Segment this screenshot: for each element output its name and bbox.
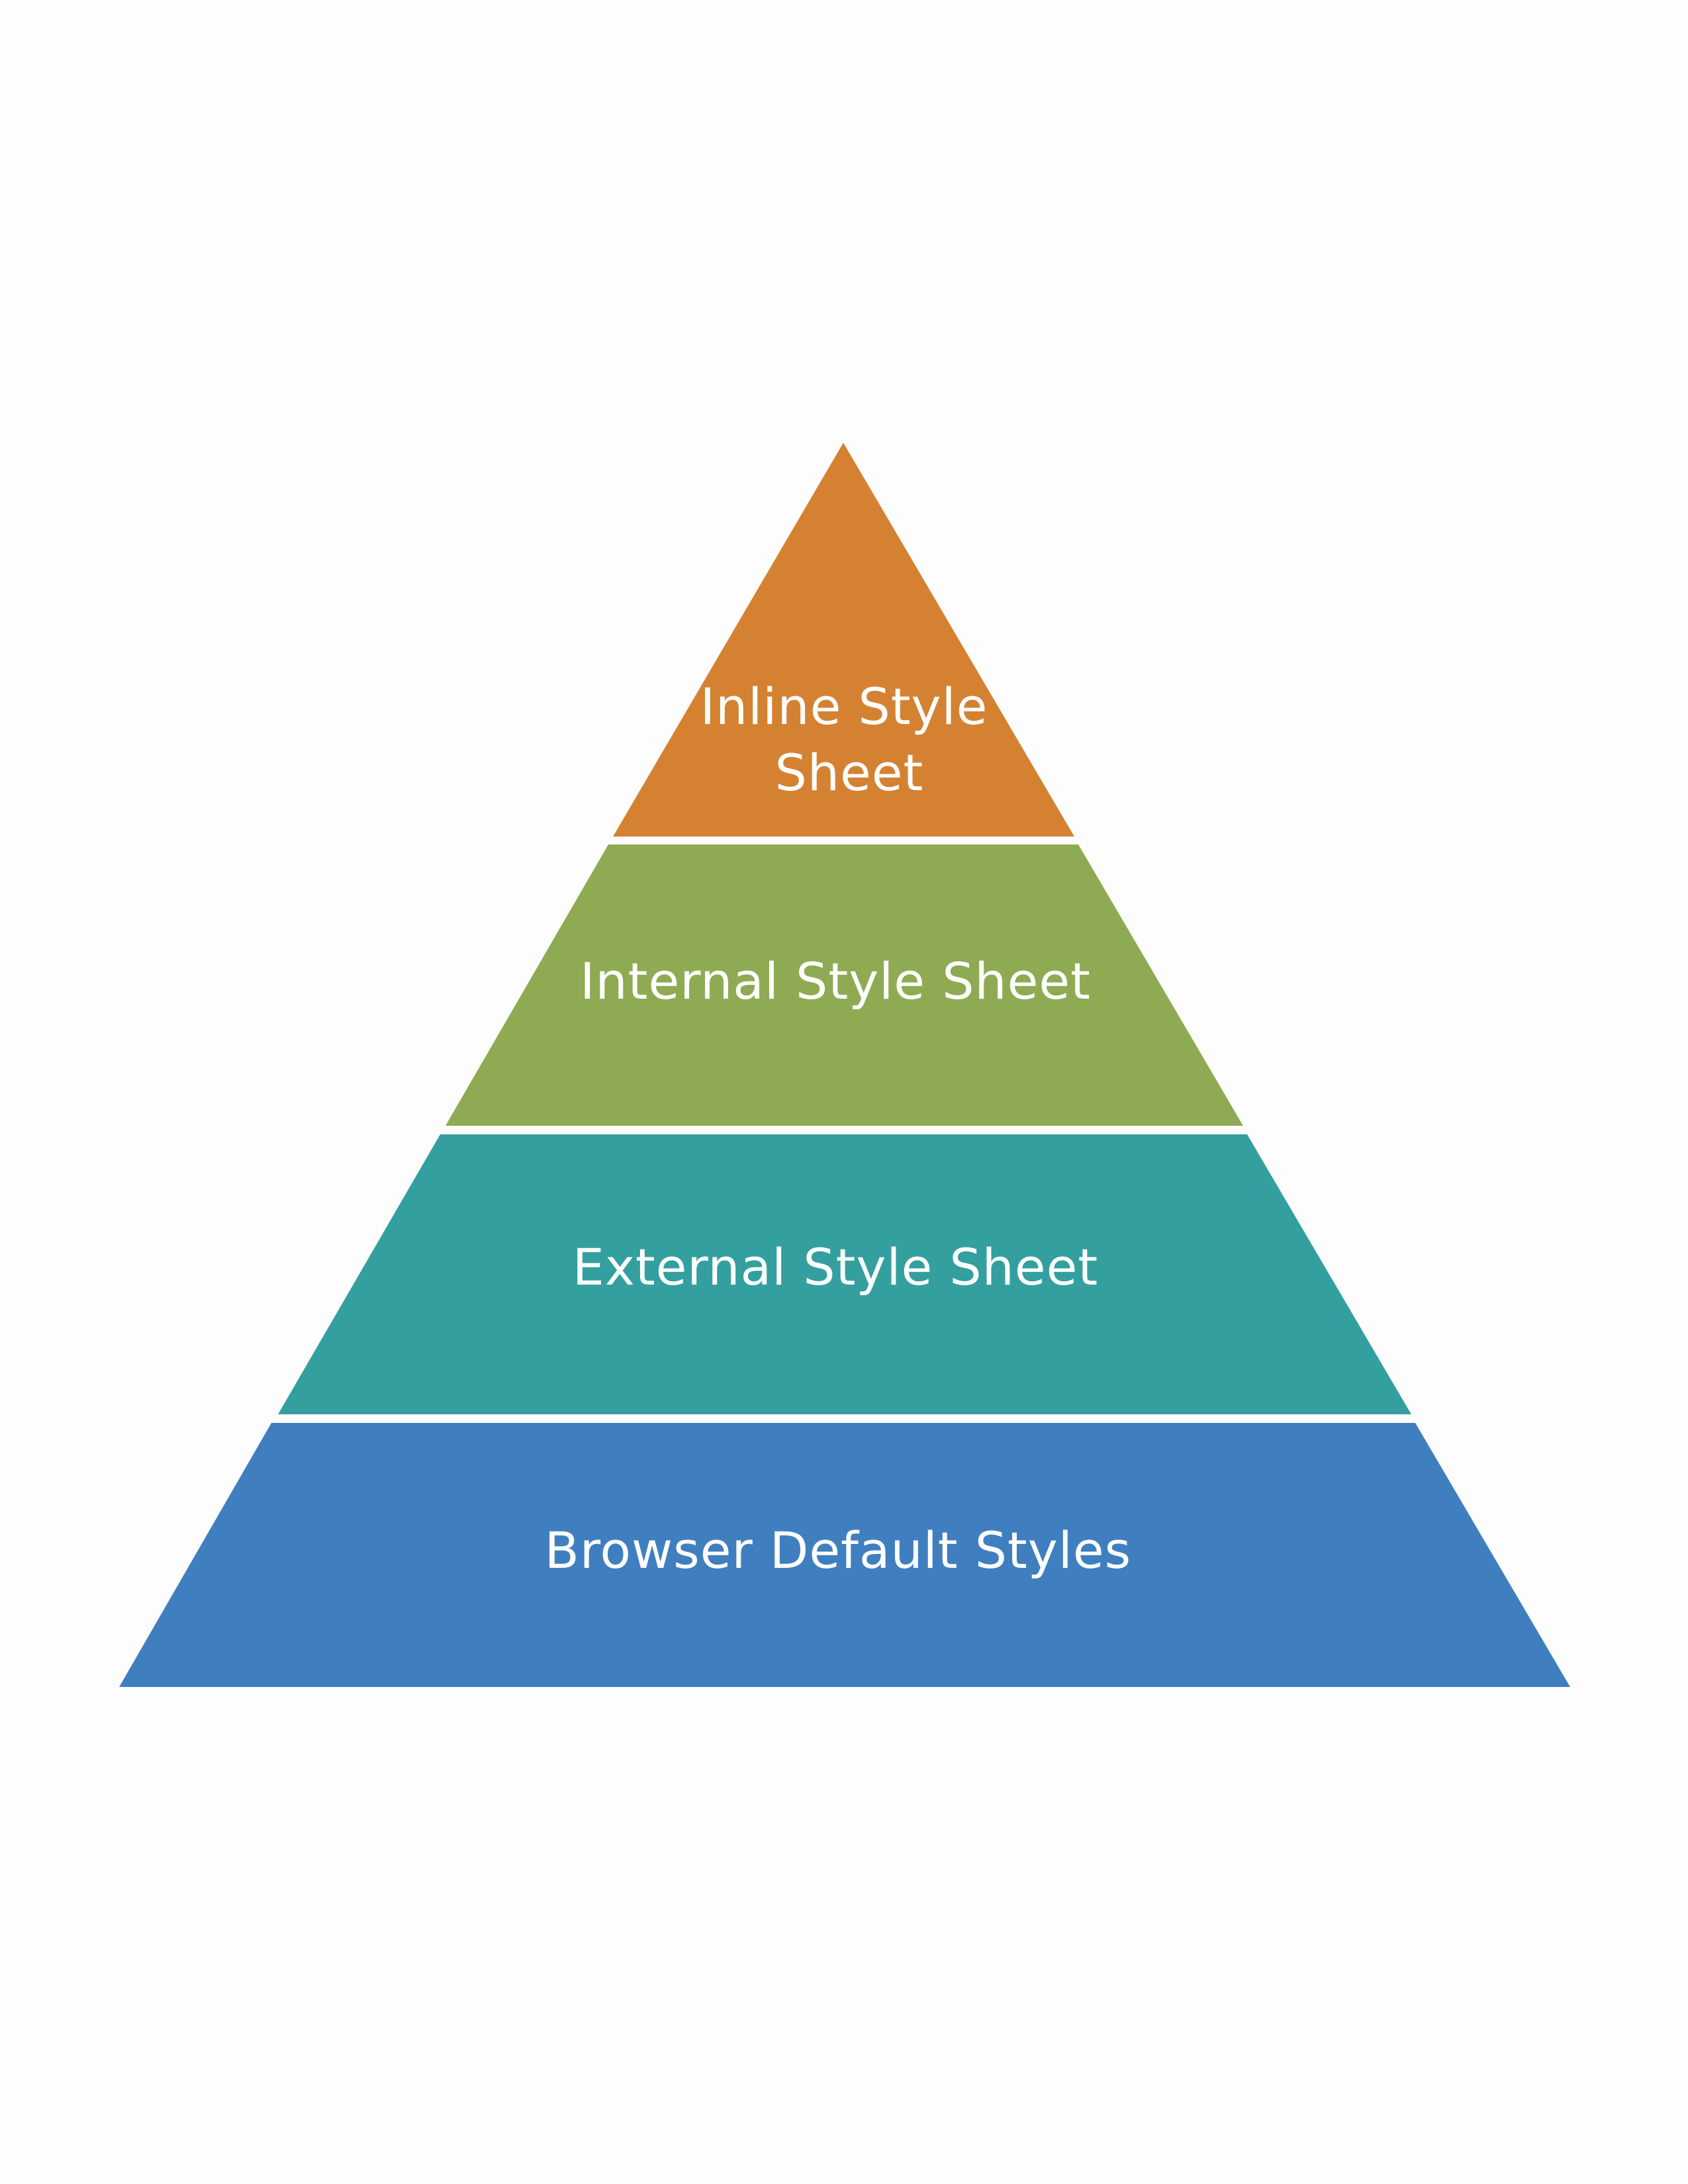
pyramid-tier-shape [445, 844, 1243, 1126]
pyramid-tier-external: External Style Sheet [278, 1134, 1411, 1414]
tier-label: Internal Style Sheet [580, 952, 1091, 1011]
pyramid-tier-shape [119, 1423, 1570, 1687]
pyramid-tier-shape [278, 1134, 1411, 1414]
tier-label: Sheet [775, 743, 924, 802]
tier-label: Browser Default Styles [545, 1521, 1131, 1580]
pyramid-tier-browser-default: Browser Default Styles [119, 1423, 1570, 1687]
pyramid-tier-inline: Inline Style Sheet [613, 443, 1074, 837]
tier-label: Inline Style [700, 677, 988, 736]
pyramid-tier-internal: Internal Style Sheet [445, 844, 1243, 1126]
pyramid-tier-shape [613, 443, 1074, 837]
tier-label: External Style Sheet [573, 1238, 1098, 1297]
